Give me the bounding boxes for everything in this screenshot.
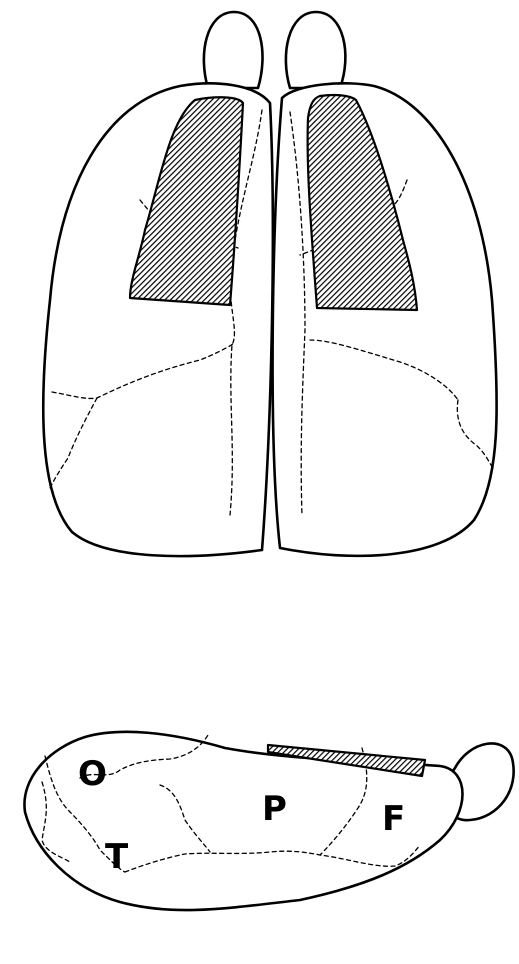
frontal-label: F <box>382 799 405 839</box>
temporal-label: T <box>105 837 129 877</box>
dorsal-view <box>43 12 496 556</box>
right-hemisphere-outline <box>273 83 497 556</box>
right-olfactory-bulb <box>286 12 346 88</box>
lateral-view: O T P F <box>24 732 513 910</box>
parietal-label: P <box>262 789 287 829</box>
left-olfactory-bulb <box>204 12 263 88</box>
occipital-label: O <box>78 754 107 794</box>
